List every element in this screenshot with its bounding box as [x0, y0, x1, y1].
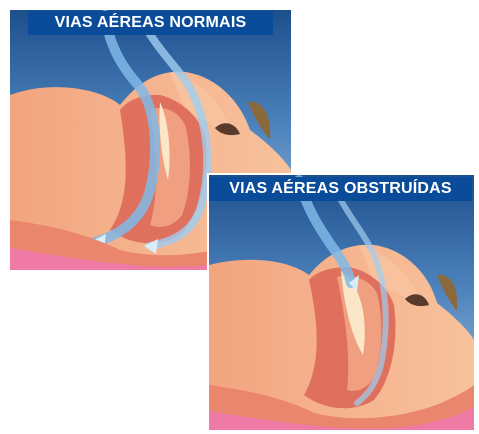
obstructed-airway-title: VIAS AÉREAS OBSTRUÍDAS: [209, 177, 472, 201]
obstructed-airway-panel: VIAS AÉREAS OBSTRUÍDAS: [207, 173, 474, 430]
normal-airway-title: VIAS AÉREAS NORMAIS: [28, 11, 273, 35]
obstructed-airway-illustration: [209, 175, 474, 430]
